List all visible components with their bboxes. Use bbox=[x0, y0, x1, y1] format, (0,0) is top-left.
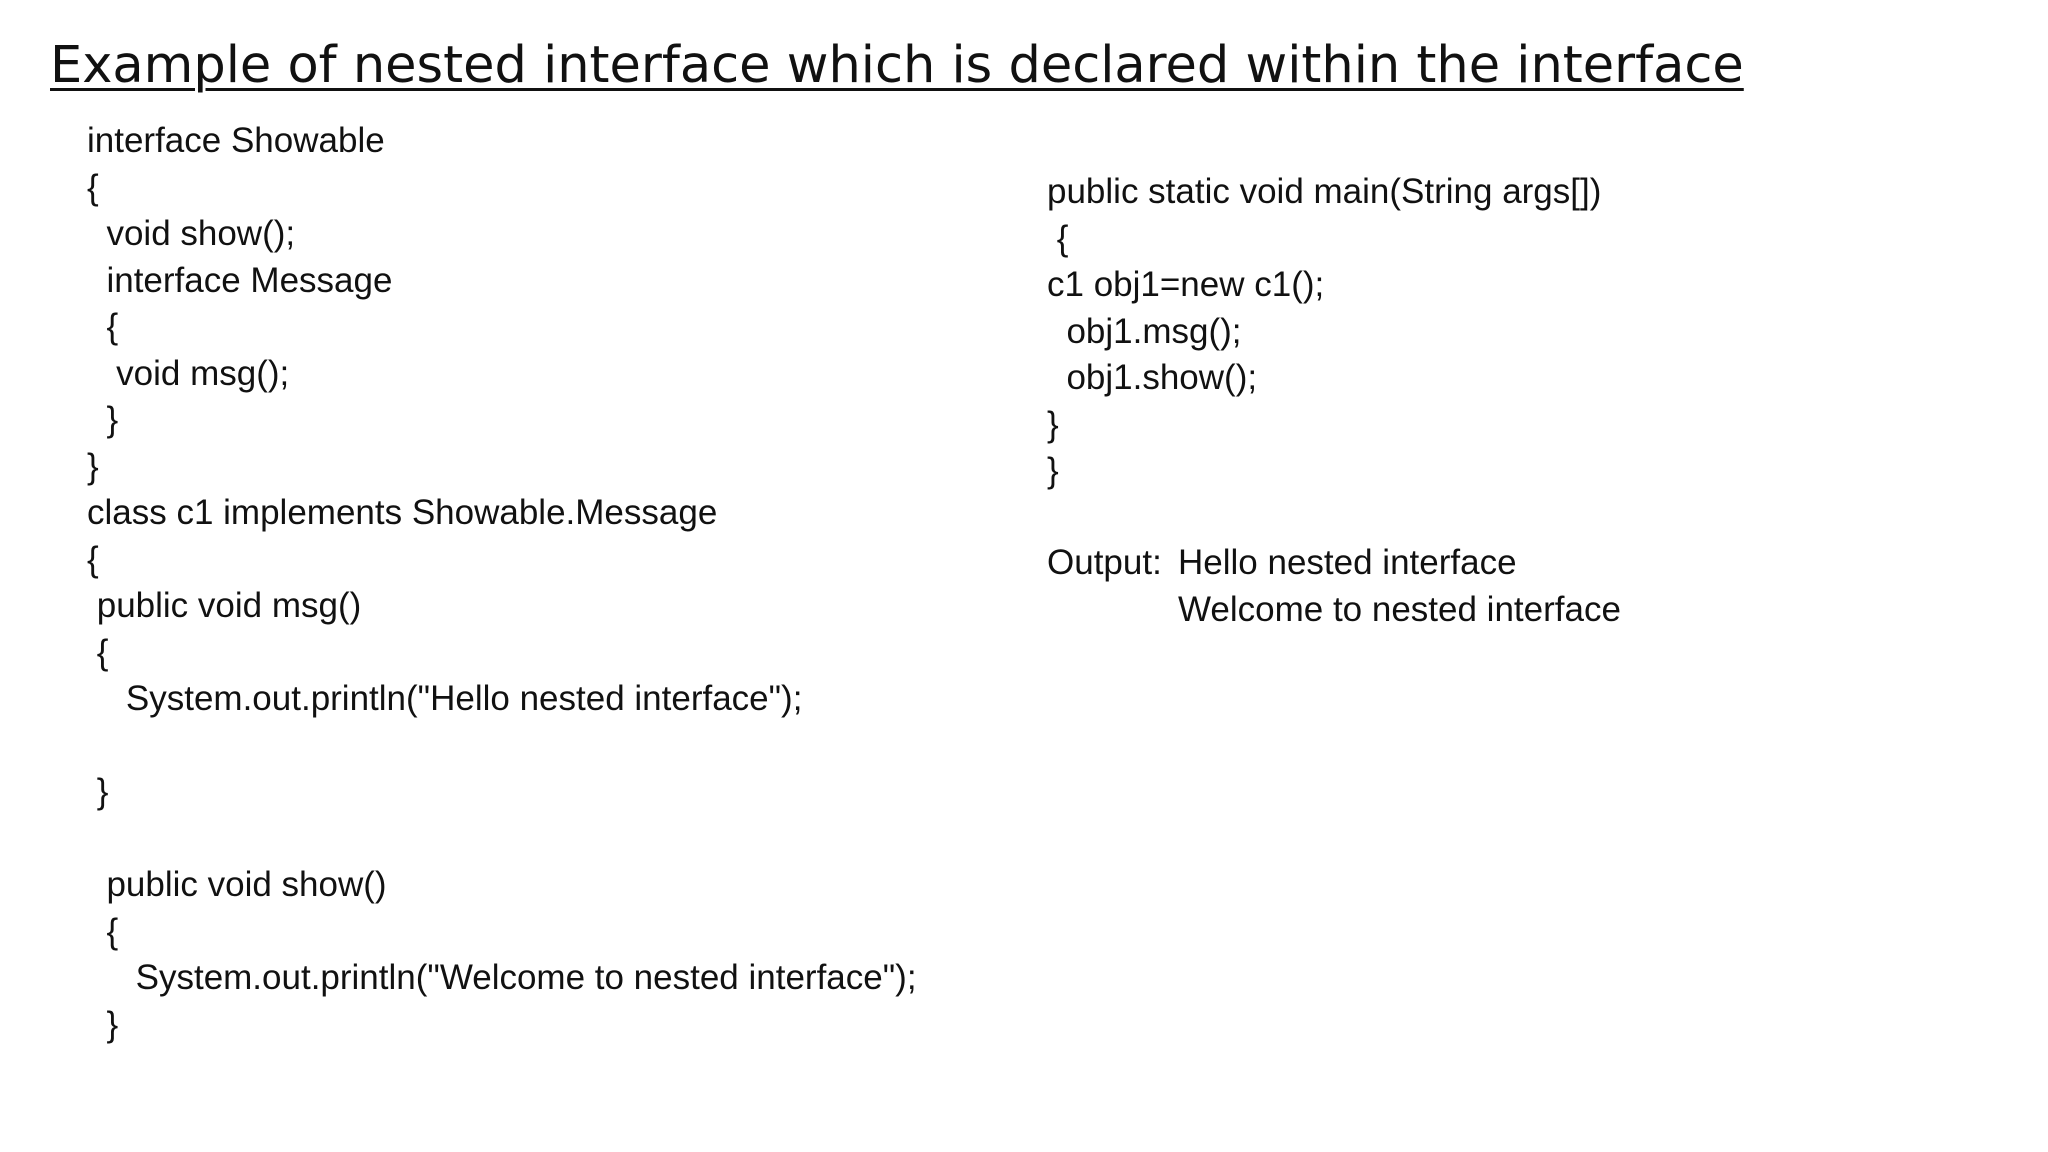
code-line: interface Showable bbox=[87, 121, 385, 160]
code-line: { bbox=[1047, 218, 1069, 258]
code-line: } bbox=[1047, 404, 1059, 444]
output-text: Hello nested interface bbox=[1178, 543, 1517, 582]
code-line: c1 obj1=new c1(); bbox=[1047, 265, 1325, 304]
code-line: void msg(); bbox=[87, 353, 290, 393]
code-line: System.out.println("Welcome to nested in… bbox=[87, 958, 917, 997]
output-line: Output: Hello nested interface bbox=[1047, 540, 1621, 587]
code-line: { bbox=[87, 911, 119, 951]
code-line: public static void main(String args[]) bbox=[1047, 172, 1602, 211]
code-line: obj1.msg(); bbox=[1047, 311, 1242, 351]
output-label: Output: bbox=[1047, 543, 1162, 582]
code-line: obj1.show(); bbox=[1047, 358, 1258, 397]
code-line: class c1 implements Showable.Message bbox=[87, 493, 718, 532]
code-line: } bbox=[1047, 451, 1059, 490]
code-line: { bbox=[87, 632, 109, 672]
output-text: Welcome to nested interface bbox=[1178, 589, 1621, 629]
code-line: } bbox=[87, 1004, 119, 1044]
code-line-blank bbox=[87, 816, 917, 863]
code-line: { bbox=[87, 167, 99, 207]
output-block: Output: Hello nested interface Welcome to… bbox=[1047, 540, 1621, 633]
slide-title: Example of nested interface which is dec… bbox=[50, 36, 1744, 95]
code-line: { bbox=[87, 539, 99, 579]
code-line: } bbox=[87, 772, 109, 811]
output-line: Welcome to nested interface bbox=[1047, 587, 1621, 634]
code-line: public void show() bbox=[87, 865, 387, 904]
right-code-block: public static void main(String args[]) {… bbox=[1047, 169, 1601, 495]
code-line-blank bbox=[87, 723, 917, 770]
code-line: } bbox=[87, 400, 119, 439]
code-line: public void msg() bbox=[87, 586, 362, 625]
code-line: System.out.println("Hello nested interfa… bbox=[87, 679, 803, 718]
code-line: { bbox=[87, 307, 119, 346]
code-line: } bbox=[87, 446, 99, 486]
left-code-block: interface Showable { void show(); interf… bbox=[87, 118, 917, 1048]
code-line: interface Message bbox=[87, 260, 393, 300]
code-line: void show(); bbox=[87, 214, 296, 253]
